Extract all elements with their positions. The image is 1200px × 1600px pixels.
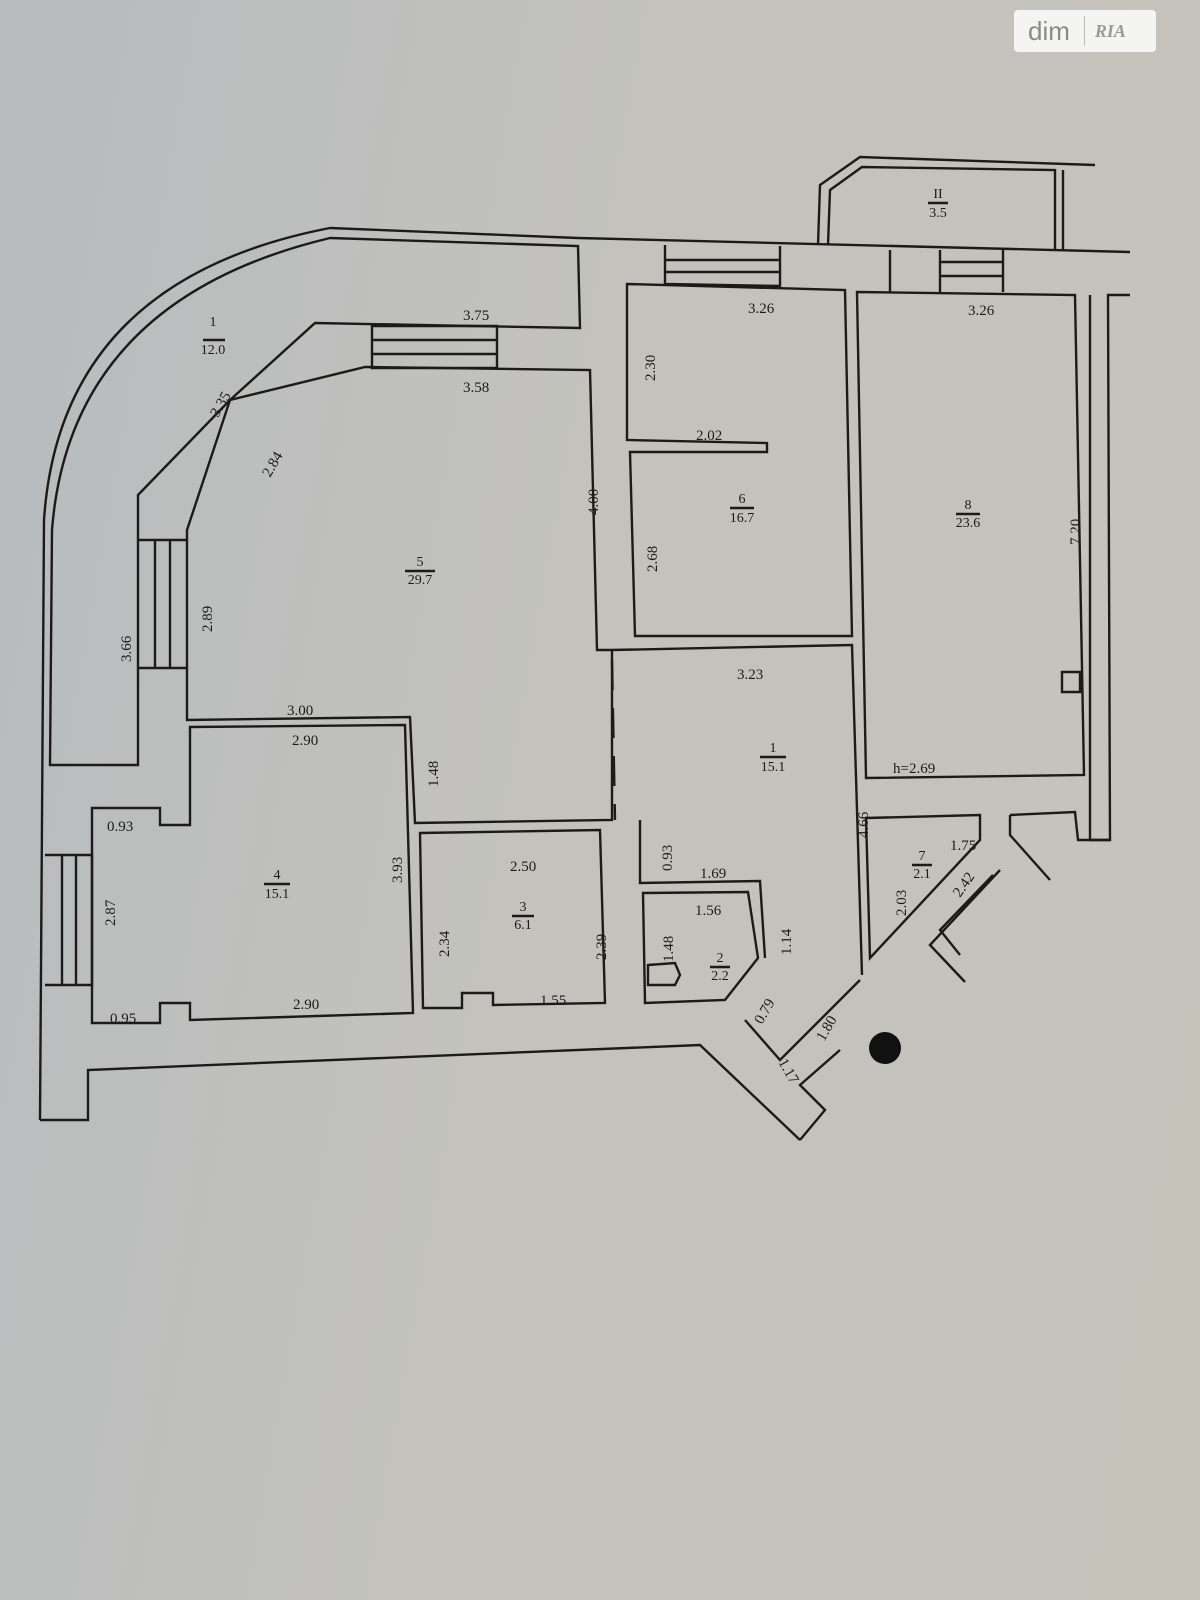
dimension: 2.34 [437, 930, 453, 957]
photo-blemish [869, 1032, 901, 1064]
room-number: 1 [210, 315, 217, 330]
dimension: 0.95 [110, 1011, 136, 1027]
room-number: II [933, 187, 943, 202]
room-area: 29.7 [408, 573, 433, 588]
dimension: 1.14 [779, 928, 795, 955]
room-area: 2.1 [913, 867, 931, 882]
dimension: 2.84 [260, 449, 287, 480]
room-1-corridor-outline [48, 236, 582, 767]
dimension: 1.17 [775, 1056, 802, 1087]
dimension: 0.79 [752, 996, 779, 1027]
room-4-outline [90, 723, 415, 1025]
dimension: 3.23 [737, 667, 763, 683]
dimension: 0.93 [660, 845, 676, 871]
balcony-outline [816, 155, 1096, 250]
dimension: 1.56 [695, 903, 722, 919]
room-area: 2.2 [711, 969, 729, 984]
dimension: 3.58 [463, 380, 489, 396]
watermark-ria: RIA [1094, 20, 1126, 41]
dimension: 1.48 [426, 761, 442, 787]
dimension: 2.89 [200, 606, 216, 632]
dimension: 4.66 [856, 811, 872, 838]
dimension: 2.90 [293, 997, 319, 1013]
room-7-outline [864, 813, 982, 961]
dimension: 0.93 [107, 819, 133, 835]
dimension: 3.35 [208, 389, 235, 420]
room-area: 15.1 [265, 887, 290, 902]
room-number: 7 [919, 849, 926, 864]
dimension: 1.55 [540, 993, 566, 1009]
room-3-outline [418, 828, 607, 1010]
top-exterior-wall [577, 236, 1131, 254]
dimension: 1.48 [661, 936, 677, 962]
dimria-watermark: dim RIA [1014, 10, 1156, 52]
room-number: 2 [717, 951, 724, 966]
dimension: 1.80 [814, 1013, 841, 1044]
room-area: 23.6 [956, 516, 981, 531]
window-room-6 [663, 245, 782, 288]
dimension: 3.26 [968, 303, 995, 319]
bottom-exterior-wall [40, 979, 861, 1141]
room-2-outline [641, 890, 760, 1005]
room-8-outline [855, 290, 1086, 780]
dimension: 2.68 [645, 546, 661, 572]
dimension: 3.93 [390, 857, 406, 883]
dimension: 2.87 [103, 899, 119, 926]
dimension: 3.75 [463, 308, 489, 324]
window-room-5 [370, 324, 499, 370]
watermark-dim: dim [1028, 15, 1070, 46]
dimension: 1.69 [700, 866, 726, 882]
hall-room-outline [611, 643, 864, 976]
walls [38, 155, 1131, 1141]
room-number: 1 [770, 741, 777, 756]
dimension: 4.00 [586, 489, 602, 515]
room-area: 16.7 [730, 511, 755, 526]
dimension: 2.02 [696, 428, 722, 444]
watermark-divider [1083, 16, 1085, 46]
dimension: 2.50 [510, 859, 536, 875]
open-partition [610, 659, 617, 821]
room-area: 3.5 [929, 206, 947, 221]
room-area: 12.0 [201, 343, 226, 358]
entrance-walls [928, 810, 1110, 983]
room-number: 5 [417, 555, 424, 570]
ceiling-height-note: h=2.69 [893, 761, 935, 777]
room-5-outline [185, 365, 614, 825]
right-exterior-wall [1088, 293, 1130, 842]
window-room-5-left [138, 538, 187, 670]
room-number: 3 [520, 900, 527, 915]
window-room-8 [888, 250, 1005, 292]
dimension: 1.75 [950, 838, 976, 854]
dimension: 7.20 [1068, 519, 1084, 545]
dimension: 2.30 [643, 355, 659, 381]
dimension: 3.66 [119, 635, 135, 662]
fraction-lines [203, 201, 980, 969]
dimension: 2.03 [894, 890, 910, 916]
room-number: 8 [965, 498, 972, 513]
outer-curved-wall [38, 226, 579, 1121]
dimension: 3.26 [748, 301, 775, 317]
room-number: 6 [739, 492, 746, 507]
window-room-4 [45, 853, 94, 987]
room-area: 6.1 [514, 918, 532, 933]
dimension: 3.00 [287, 703, 313, 719]
room-6-outline [625, 282, 854, 638]
dimension: 2.90 [292, 733, 318, 749]
room-area: 15.1 [761, 760, 786, 775]
room-labels: 1 12.0 5 29.7 6 16.7 8 23.6 II 3.5 1 15.… [201, 187, 981, 984]
room-number: 4 [274, 868, 281, 883]
dimension-labels: 3.75 3.58 3.35 2.84 4.00 2.89 3.66 3.00 … [103, 301, 1084, 1087]
dimension: 2.39 [594, 934, 610, 960]
